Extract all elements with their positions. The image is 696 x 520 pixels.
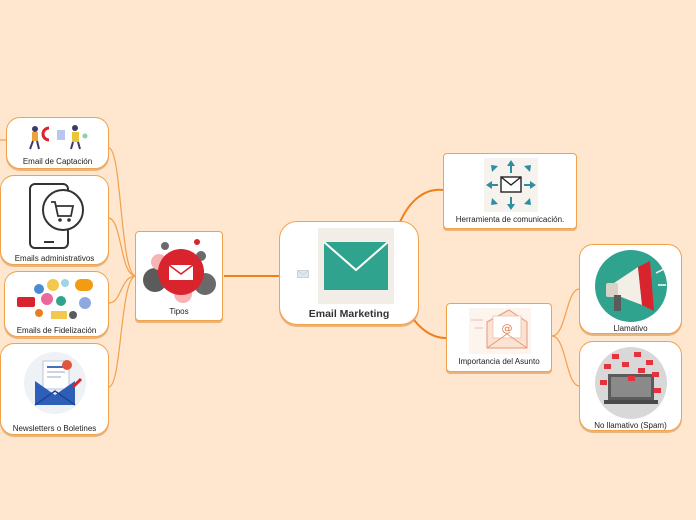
central-node-email-marketing[interactable]: Email Marketing (279, 221, 419, 325)
spam-laptop-icon (595, 347, 667, 419)
people-magnet-icon (29, 125, 88, 150)
loyalty-icons-cluster (17, 279, 93, 319)
no-llamativo-label: No llamativo (Spam) (594, 421, 667, 430)
llamativo-label: Llamativo (613, 324, 648, 333)
megaphone-icon (595, 250, 667, 322)
herramienta-node[interactable]: Herramienta de comunicación. (443, 153, 577, 229)
newsletters-node[interactable]: Newsletters o Boletines (0, 343, 109, 435)
administrativos-label: Emails administrativos (14, 254, 95, 263)
svg-text:@: @ (502, 322, 513, 335)
newsletters-label: Newsletters o Boletines (12, 424, 97, 433)
email-envelope-icon (318, 228, 394, 304)
email-at-icon: @ (469, 308, 531, 354)
shopping-cart-phone-icon (29, 183, 84, 249)
herramienta-label: Herramienta de comunicación. (455, 215, 565, 224)
administrativos-node[interactable]: Emails administrativos (0, 175, 109, 265)
fidelizacion-node[interactable]: Emails de Fidelización (4, 271, 109, 337)
no-llamativo-node[interactable]: No llamativo (Spam) (579, 341, 682, 431)
fidelizacion-label: Emails de Fidelización (16, 326, 97, 335)
distribution-arrows-icon (484, 158, 538, 212)
importancia-node[interactable]: @ Importancia del Asunto (446, 303, 552, 372)
importancia-label: Importancia del Asunto (458, 357, 540, 366)
captacion-node[interactable]: Email de Captación (6, 117, 109, 169)
newsletter-envelope-icon (24, 352, 86, 414)
llamativo-node[interactable]: Llamativo (579, 244, 682, 334)
small-envelope-icon (297, 270, 309, 278)
captacion-label: Email de Captación (22, 157, 93, 166)
tipos-node[interactable]: Tipos (135, 231, 223, 321)
central-label: Email Marketing (308, 308, 390, 320)
tipos-label: Tipos (169, 307, 189, 316)
email-bubbles-icon (143, 239, 216, 303)
